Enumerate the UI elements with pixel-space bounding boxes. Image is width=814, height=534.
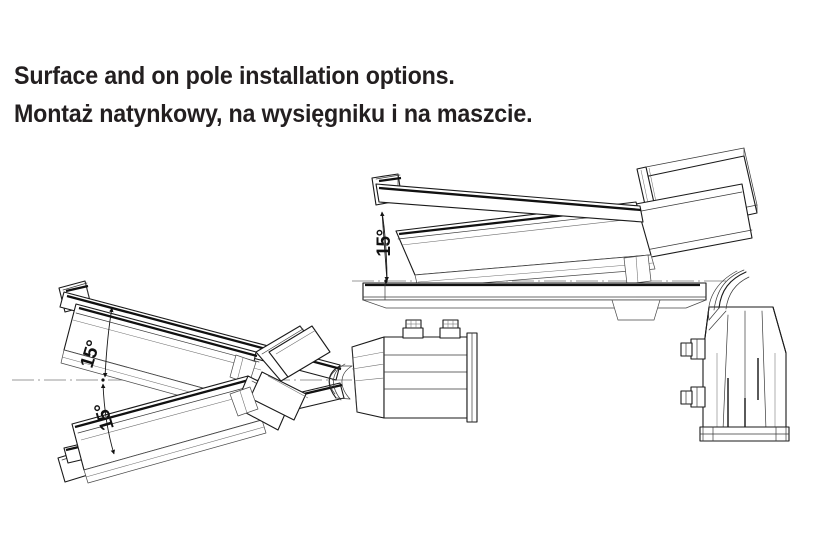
- optic-support-bracket-left-lower: [229, 386, 259, 417]
- caption-line-polish: Montaż natynkowy, na wysięgniku i na mas…: [14, 100, 533, 128]
- bracket-junction-box: [351, 332, 478, 423]
- caption-line-english: Surface and on pole installation options…: [14, 62, 455, 90]
- dimension-angle-upper-right: 15°: [374, 211, 395, 284]
- caption-block: Surface and on pole installation options…: [14, 57, 714, 133]
- housing-collar-left-lower: [249, 371, 309, 421]
- housing-collar-left-upper: [268, 325, 331, 378]
- pole-mast: [699, 306, 790, 442]
- pole-knuckle-joint: [708, 269, 750, 331]
- luminaire-arm-upper: [375, 183, 644, 223]
- luminaire-bracket-lower: [57, 371, 345, 484]
- pivot-dot-upper: [384, 279, 388, 283]
- junction-box-bolt-right: [439, 319, 461, 339]
- junction-box-bolt-left: [402, 319, 424, 339]
- luminaire-pole-mounted: [371, 147, 758, 289]
- bracket-knuckle-joint: [328, 363, 353, 401]
- luminaire-glass-face-left-lower: [83, 419, 267, 484]
- optic-support-bracket-upper: [623, 254, 652, 285]
- surface-mounting-plate: [362, 282, 707, 321]
- pole-clamp-bolt-lower: [680, 386, 706, 408]
- pole-clamp-bolt-upper: [680, 338, 706, 360]
- pivot-dot-left: [101, 378, 105, 382]
- angle-label-upper-right: 15°: [374, 229, 395, 256]
